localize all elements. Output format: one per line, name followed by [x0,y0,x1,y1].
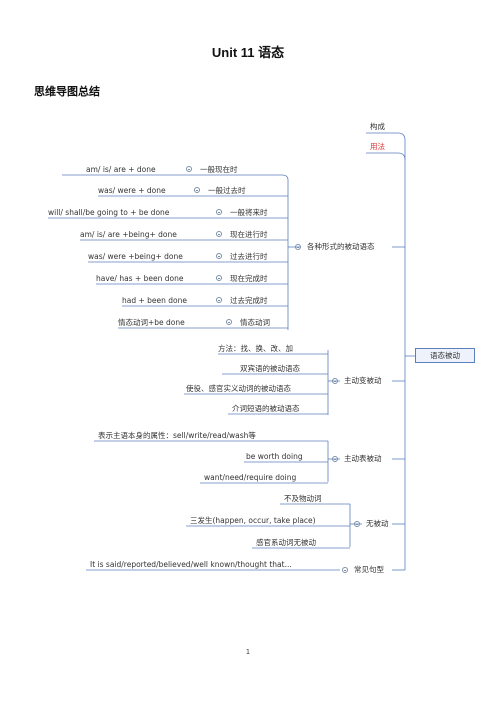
common-patterns-node[interactable]: 常见句型 [354,565,384,574]
mindmap-root-node[interactable]: 语态被动 [415,348,475,363]
tense-name[interactable]: 情态动词 [240,318,270,327]
collapse-icon[interactable] [216,209,222,215]
branch-item[interactable]: It is said/reported/believed/well known/… [90,560,292,569]
active-to-passive-node[interactable]: 主动变被动 [344,376,382,385]
active-form-passive-node[interactable]: 主动表被动 [344,454,382,463]
branch-item[interactable]: 三发生(happen, occur, take place) [190,516,316,525]
collapse-icon[interactable] [295,244,301,250]
branch-item[interactable]: 表示主语本身的属性：sell/write/read/wash等 [98,431,256,440]
collapse-icon[interactable] [216,231,222,237]
tense-formula[interactable]: was/ were +being+ done [88,252,183,261]
tense-formula[interactable]: have/ has + been done [96,274,184,283]
collapse-icon[interactable] [194,187,200,193]
tense-formula[interactable]: 情态动词+be done [118,318,185,327]
branch-item[interactable]: be worth doing [246,452,303,461]
tense-name[interactable]: 现在进行时 [230,230,268,239]
tense-formula[interactable]: was/ were + done [98,186,166,195]
no-passive-node[interactable]: 无被动 [366,519,389,528]
tense-name[interactable]: 过去完成时 [230,296,268,305]
collapse-icon[interactable] [332,456,338,462]
section-title: 思维导图总结 [34,85,100,98]
tense-formula[interactable]: will/ shall/be going to + be done [48,208,170,217]
collapse-icon[interactable] [186,166,192,172]
tense-name[interactable]: 一般将来时 [230,208,268,217]
branch-item[interactable]: want/need/require doing [204,473,297,482]
branch-item[interactable]: 感官系动词无被动 [256,538,316,547]
collapse-icon[interactable] [354,521,360,527]
tense-name[interactable]: 一般过去时 [208,186,246,195]
collapse-icon[interactable] [332,378,338,384]
branch-item[interactable]: 不及物动词 [284,494,322,503]
collapse-icon[interactable] [226,319,232,325]
collapse-icon[interactable] [342,567,348,573]
tense-name[interactable]: 现在完成时 [230,274,268,283]
branch-item[interactable]: 使役、感官实义动词的被动语态 [186,384,291,393]
branch-item[interactable]: 方法：找、换、改、加 [218,344,293,353]
tense-formula[interactable]: am/ is/ are + done [86,165,156,174]
collapse-icon[interactable] [216,297,222,303]
collapse-icon[interactable] [216,253,222,259]
tense-branch-node[interactable]: 各种形式的被动语态 [307,242,375,251]
branch-item[interactable]: 双宾语的被动语态 [240,364,300,373]
collapse-icon[interactable] [216,275,222,281]
page-title: Unit 11 语态 [211,45,285,60]
page-number: 1 [245,648,251,656]
usage-node[interactable]: 用法 [370,142,385,151]
tense-formula[interactable]: am/ is/ are +being+ done [80,230,177,239]
branch-item[interactable]: 介词短语的被动语态 [232,404,300,413]
composition-node[interactable]: 构成 [370,122,385,131]
tense-formula[interactable]: had + been done [122,296,188,305]
tense-name[interactable]: 过去进行时 [230,252,268,261]
tense-name[interactable]: 一般现在时 [200,165,238,174]
